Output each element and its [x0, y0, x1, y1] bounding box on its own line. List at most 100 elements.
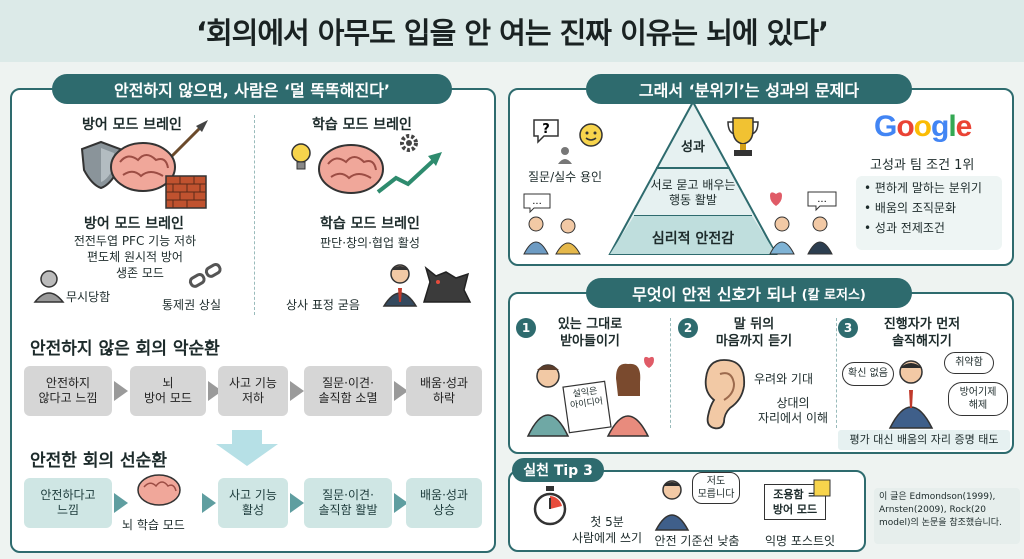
google-bullet-3: • 성과 전제조건 [864, 221, 945, 235]
tip-2: 안전 기준선 낮춤 [654, 534, 740, 548]
virtuous-brain-label: 뇌 학습 모드 [122, 518, 185, 532]
safety-note-2b: 상대의 자리에서 이해 [757, 396, 829, 425]
pyramid-base: 심리적 안전감 [651, 231, 735, 247]
defense-desc-1: 전전두엽 PFC 기능 저하 [73, 234, 197, 248]
google-logo-o2: o [913, 110, 932, 143]
vicious-arrow-4 [394, 381, 408, 401]
brain-icon [318, 144, 384, 194]
virtuous-arrow-3 [290, 493, 304, 513]
boss-icon [382, 264, 418, 307]
lightbulb-icon [291, 143, 311, 170]
google-logo-g2: g [931, 110, 949, 143]
virtuous-arrow-4 [394, 493, 408, 513]
brick-wall-icon [165, 175, 207, 209]
virtuous-step-4: 배움·성과 상승 [406, 478, 482, 528]
defense-top-label: 방어 모드 브레인 [82, 117, 182, 133]
mid-divider-1 [670, 318, 671, 428]
defense-desc-3: 생존 모드 [116, 266, 164, 280]
vicious-step-4: 질문·이견· 솔직함 소멸 [304, 366, 392, 416]
left-header: 안전하지 않으면, 사람은 ‘덜 똑똑해진다’ [52, 74, 452, 104]
svg-text:...: ... [532, 196, 542, 207]
google-bullets: • 편하게 말하는 분위기 • 배움의 조직문화 • 성과 전제조건 [856, 176, 1002, 250]
google-logo-l: l [948, 110, 956, 143]
vicious-arrow-3 [290, 381, 304, 401]
stopwatch-icon [533, 486, 567, 526]
sad-person-icon [33, 270, 65, 303]
google-bullet-2-text: 배움의 조직문화 [874, 201, 957, 215]
svg-text:?: ? [542, 122, 550, 137]
title-bar: ‘회의에서 아무도 입을 안 여는 진짜 이유는 뇌에 있다’ [0, 0, 1024, 62]
google-bullet-1-text: 편하게 말하는 분위기 [874, 181, 982, 195]
sticky-note-icon [813, 479, 831, 497]
pyramid-top: 성과 [681, 140, 705, 155]
bubble-defense-off: 방어기제 해제 [948, 382, 1008, 416]
growth-arrow-icon [376, 152, 442, 194]
google-logo-g1: G [874, 110, 897, 143]
virtuous-step-3: 질문·이견· 솔직함 활발 [304, 478, 392, 528]
google-bullet-2: • 배움의 조직문화 [864, 201, 957, 215]
question-bubble-icon: ? [533, 119, 559, 144]
google-logo: Google [874, 110, 973, 144]
vicious-arrow-1 [114, 381, 128, 401]
smile-icon [579, 123, 603, 147]
safety-num-2: 2 [678, 318, 698, 338]
safety-footer: 평가 대신 배움의 자리 증명 태도 [838, 430, 1010, 450]
team-people-icon: ... [769, 191, 837, 255]
page-title: ‘회의에서 아무도 입을 안 여는 진짜 이유는 뇌에 있다’ [195, 16, 829, 50]
vicious-step-1: 안전하지 않다고 느낌 [24, 366, 112, 416]
right-mid-header: 무엇이 안전 신호가 되나 (칼 로저스) [586, 278, 912, 308]
down-arrow-icon [216, 430, 278, 466]
google-bullet-1: • 편하게 말하는 분위기 [864, 181, 982, 195]
google-sub: 고성과 팀 조건 1위 [870, 158, 975, 173]
trophy-icon [727, 117, 759, 156]
gear-icon [400, 134, 418, 152]
lost-control-label: 통제권 상실 [162, 298, 222, 312]
virtuous-arrow-2 [202, 493, 216, 513]
vicious-step-3: 사고 기능 저하 [218, 366, 288, 416]
bubble-uncertain: 확신 없음 [842, 362, 894, 386]
virtuous-step-1: 안전하다고 느낌 [24, 478, 112, 528]
speaker-person-icon [654, 480, 690, 531]
safety-note-2a: 우려와 기대 [754, 372, 814, 386]
tip-3: 익명 포스트잇 [764, 534, 836, 548]
google-bullet-3-text: 성과 전제조건 [874, 221, 945, 235]
learning-top-label: 학습 모드 브레인 [312, 117, 412, 133]
brain-icon [110, 142, 176, 192]
learning-desc: 판단·창의·협업 활성 [320, 236, 420, 250]
wolf-icon [422, 265, 472, 303]
boss-label: 상사 표정 굳음 [286, 298, 360, 312]
defense-label: 방어 모드 브레인 [84, 216, 184, 232]
shield-icon [80, 140, 122, 190]
virtuous-title: 안전한 회의 선순환 [30, 451, 167, 471]
brain-icon [137, 474, 181, 506]
safety-num-1: 1 [516, 318, 536, 338]
safety-title-1: 있는 그대로 받아들이기 [557, 317, 623, 349]
mid-divider-2 [836, 318, 837, 428]
question-label: 질문/실수 용인 [528, 170, 603, 184]
presenter-icon [888, 360, 934, 429]
vicious-title: 안전하지 않은 회의 악순환 [30, 339, 220, 359]
person-icon [558, 147, 572, 164]
bubble-vulnerable: 취약함 [944, 352, 994, 374]
tips-header: 실천 Tip 3 [512, 458, 604, 482]
safety-num-3: 3 [838, 318, 858, 338]
vicious-step-5: 배움·성과 하락 [406, 366, 482, 416]
vicious-step-2: 뇌 방어 모드 [130, 366, 206, 416]
safety-title-2: 말 뒤의 마음까지 듣기 [715, 317, 793, 349]
google-logo-e: e [955, 110, 973, 143]
broken-chain-icon [188, 263, 222, 288]
tip-1: 첫 5분 사람에게 쓰기 [571, 515, 643, 545]
left-divider [254, 115, 255, 315]
pyramid [608, 99, 778, 255]
right-mid-header-text: 무엇이 안전 신호가 되나 [632, 285, 797, 304]
ignored-label: 무시당함 [66, 290, 111, 304]
right-mid-header-sub: (칼 로저스) [801, 287, 866, 303]
right-top-header: 그래서 ‘분위기’는 성과의 문제다 [586, 74, 912, 104]
ear-icon [704, 359, 746, 430]
team-people-icon: ... [523, 193, 581, 255]
svg-text:...: ... [817, 194, 827, 205]
reference-note: 이 글은 Edmondson(1999), Arnsten(2009), Roc… [874, 488, 1020, 544]
tips-bubble: 저도 모릅니다 [692, 472, 740, 504]
accepting-people-icon [526, 356, 654, 437]
pyramid-mid: 서로 묻고 배우는 행동 활발 [650, 178, 736, 207]
